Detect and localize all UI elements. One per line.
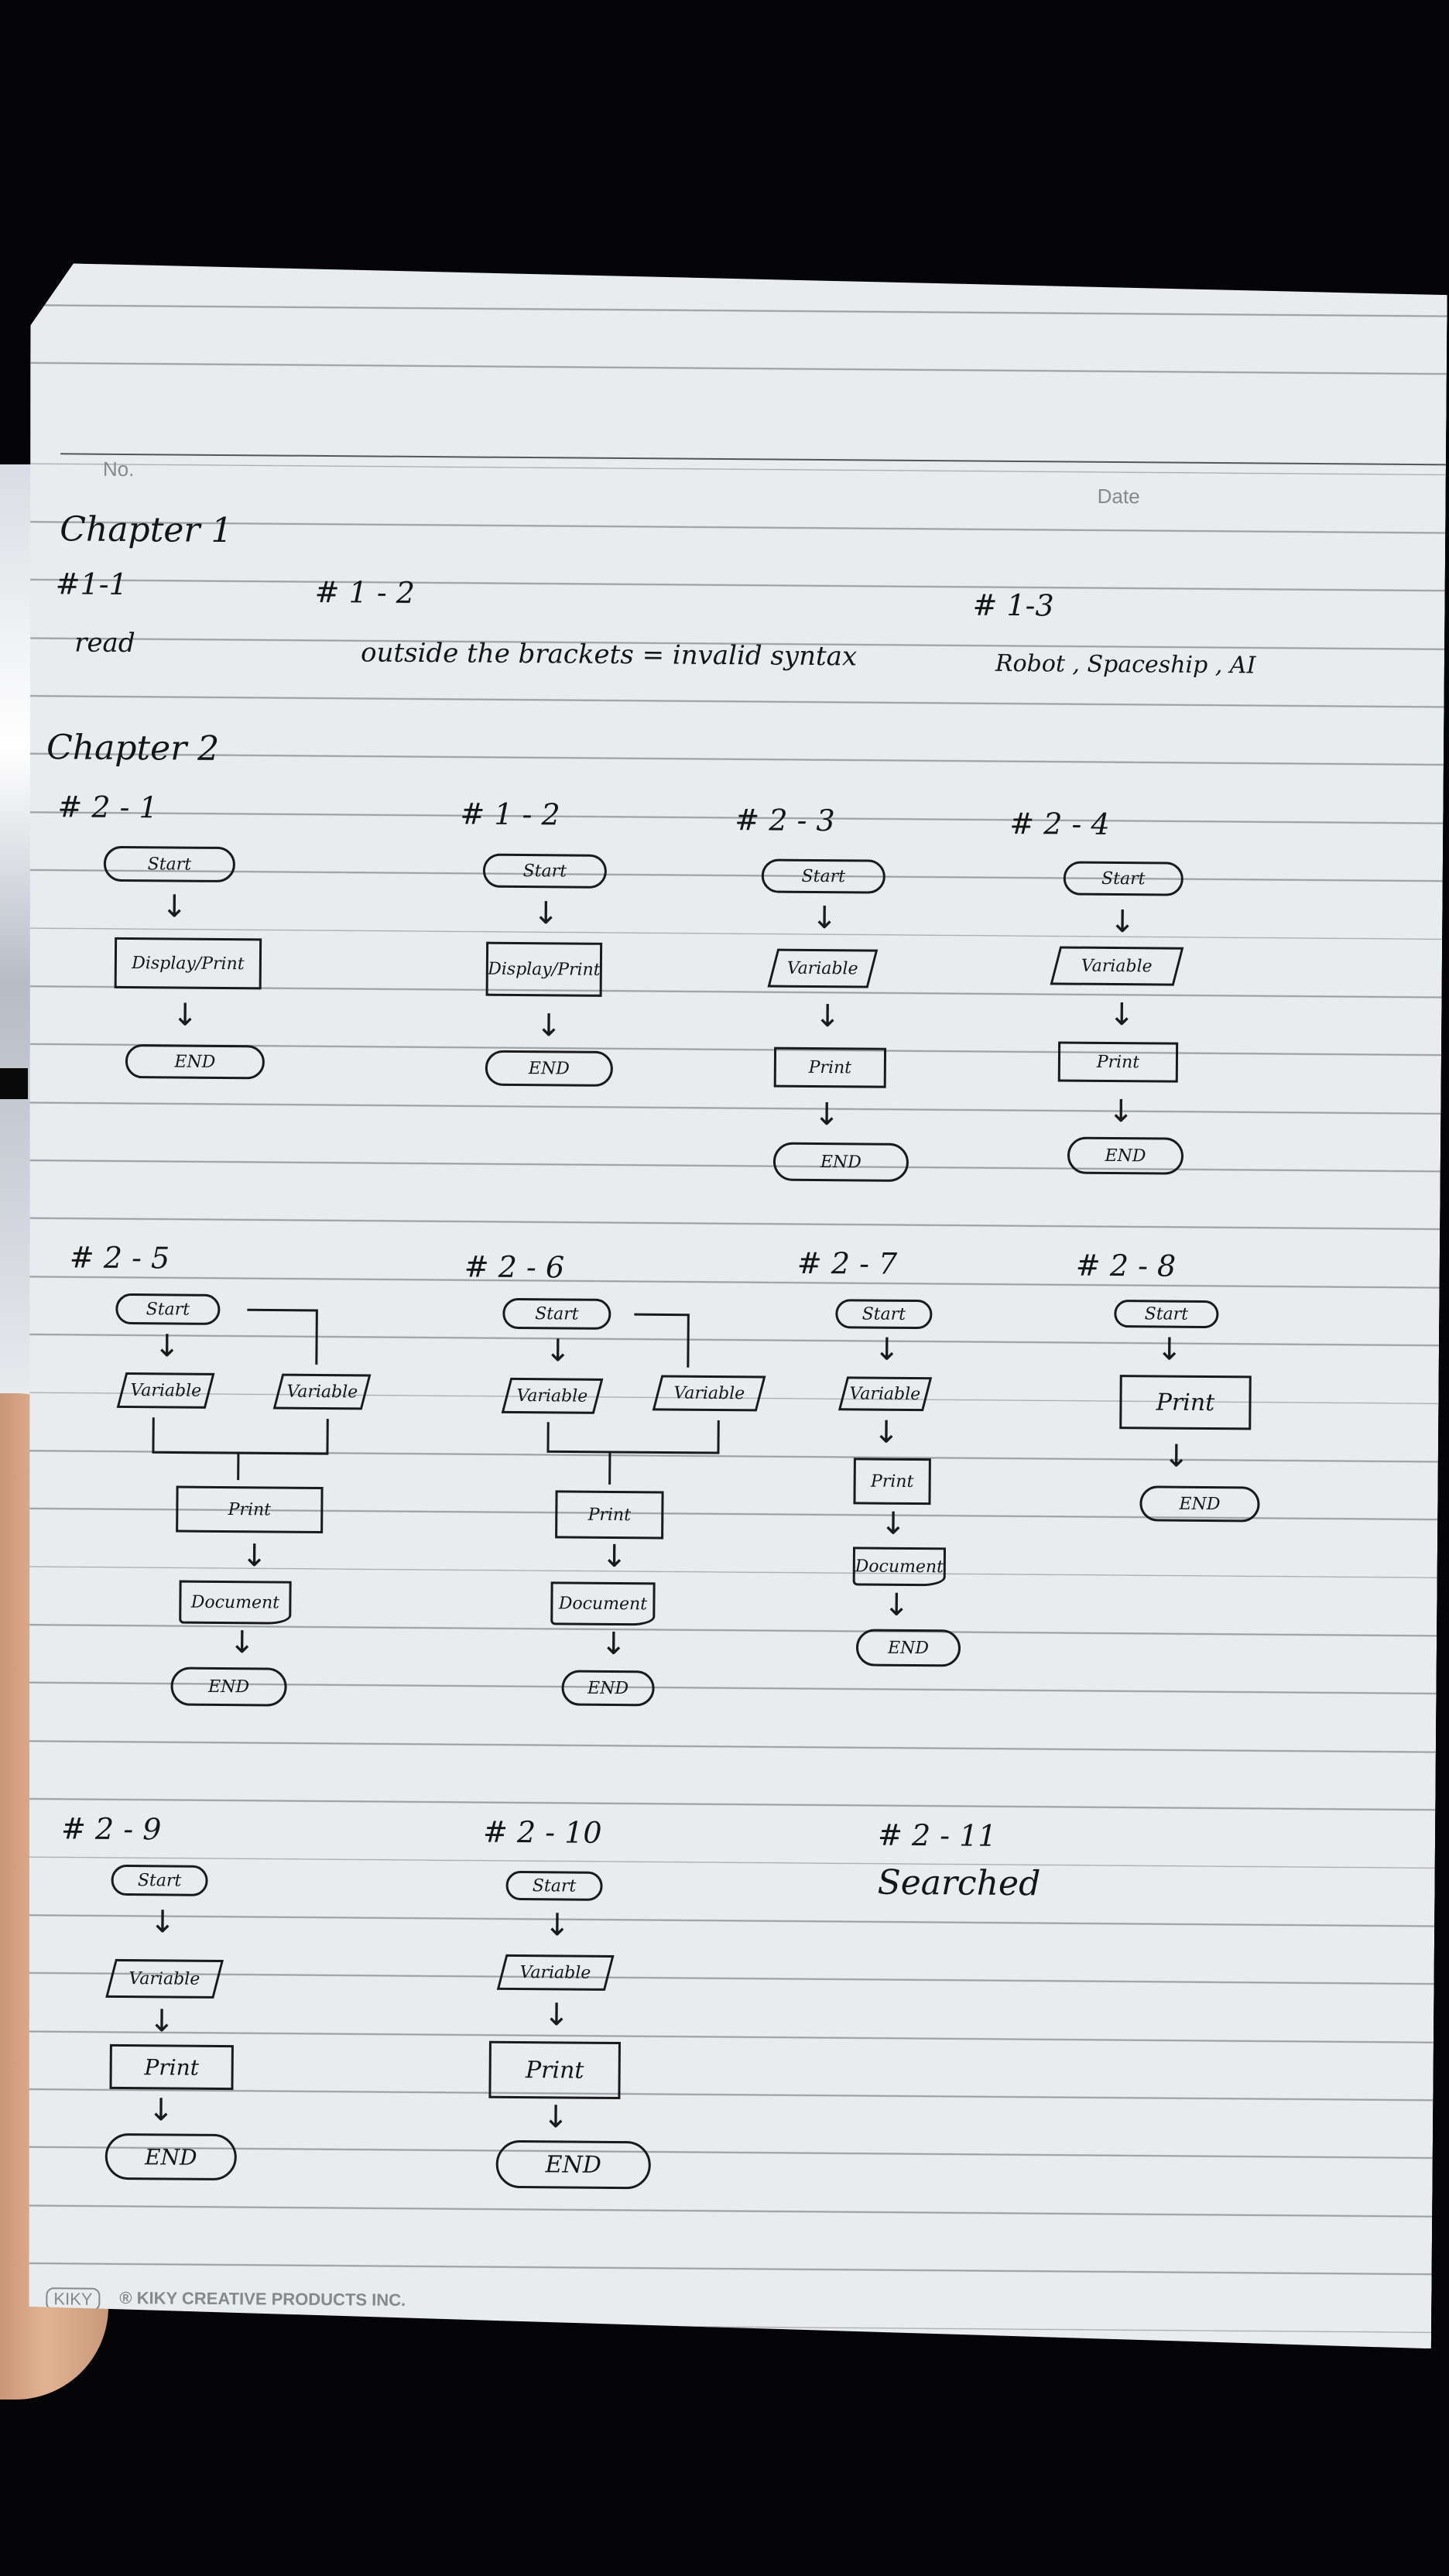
ex-2-6-merge-connector [548,1419,718,1453]
ex-2-5-merge-connector [153,1417,327,1454]
ex-2-5-branch-connector [247,1310,317,1365]
monitor-bezel [0,1068,28,1099]
footer-company: ® KIKY CREATIVE PRODUCTS INC. [119,2287,406,2310]
notebook-page: No. Date Chapter 1 #1-1 read # 1 - 2 out… [15,263,1447,2348]
ex-2-6-branch-connector [634,1314,689,1368]
flow-connectors [15,263,1447,2348]
